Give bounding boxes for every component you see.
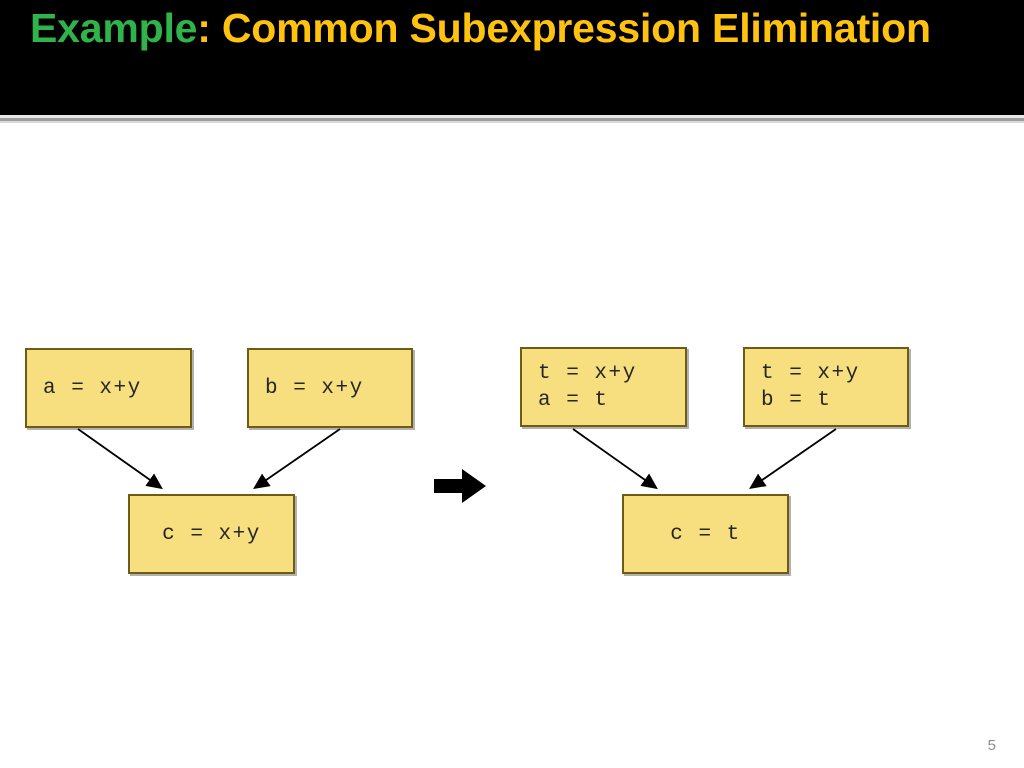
node-box-ct: c = t (622, 494, 789, 574)
edge-a-to-c (77, 428, 163, 490)
title-divider-tail (0, 121, 1024, 123)
node-box-b: b = x+y (247, 348, 413, 428)
node-line: c = x+y (162, 522, 261, 546)
node-line: t = x+y (761, 362, 860, 385)
title-divider-dark (0, 118, 1024, 121)
node-line: c = t (670, 522, 741, 546)
edge-t2-to-ct (749, 428, 837, 490)
title-divider-light (0, 115, 1024, 118)
node-line: b = t (761, 389, 832, 412)
node-box-t1: t = x+y a = t (520, 347, 687, 427)
title-banner: Example: Common Subexpression Eliminatio… (0, 0, 1024, 115)
node-line: a = t (538, 389, 609, 412)
diagram-canvas: a = x+y b = x+y c = x+y t = x+y a = t t … (0, 123, 1024, 768)
page-number: 5 (987, 737, 996, 754)
page-title: Example: Common Subexpression Eliminatio… (30, 2, 990, 54)
node-line: b = x+y (265, 376, 364, 400)
rightwards-transform-arrow-icon (434, 469, 486, 503)
node-box-a: a = x+y (25, 348, 192, 428)
node-line: t = x+y (538, 362, 637, 385)
page-title-main: : Common Subexpression Elimination (197, 5, 931, 51)
diagram-edges (77, 428, 837, 490)
node-line: a = x+y (43, 376, 142, 400)
node-box-c: c = x+y (128, 494, 295, 574)
page-title-accent: Example (30, 5, 198, 51)
edge-b-to-c (253, 428, 341, 490)
node-box-t2: t = x+y b = t (743, 347, 909, 427)
edge-t1-to-ct (572, 428, 658, 490)
